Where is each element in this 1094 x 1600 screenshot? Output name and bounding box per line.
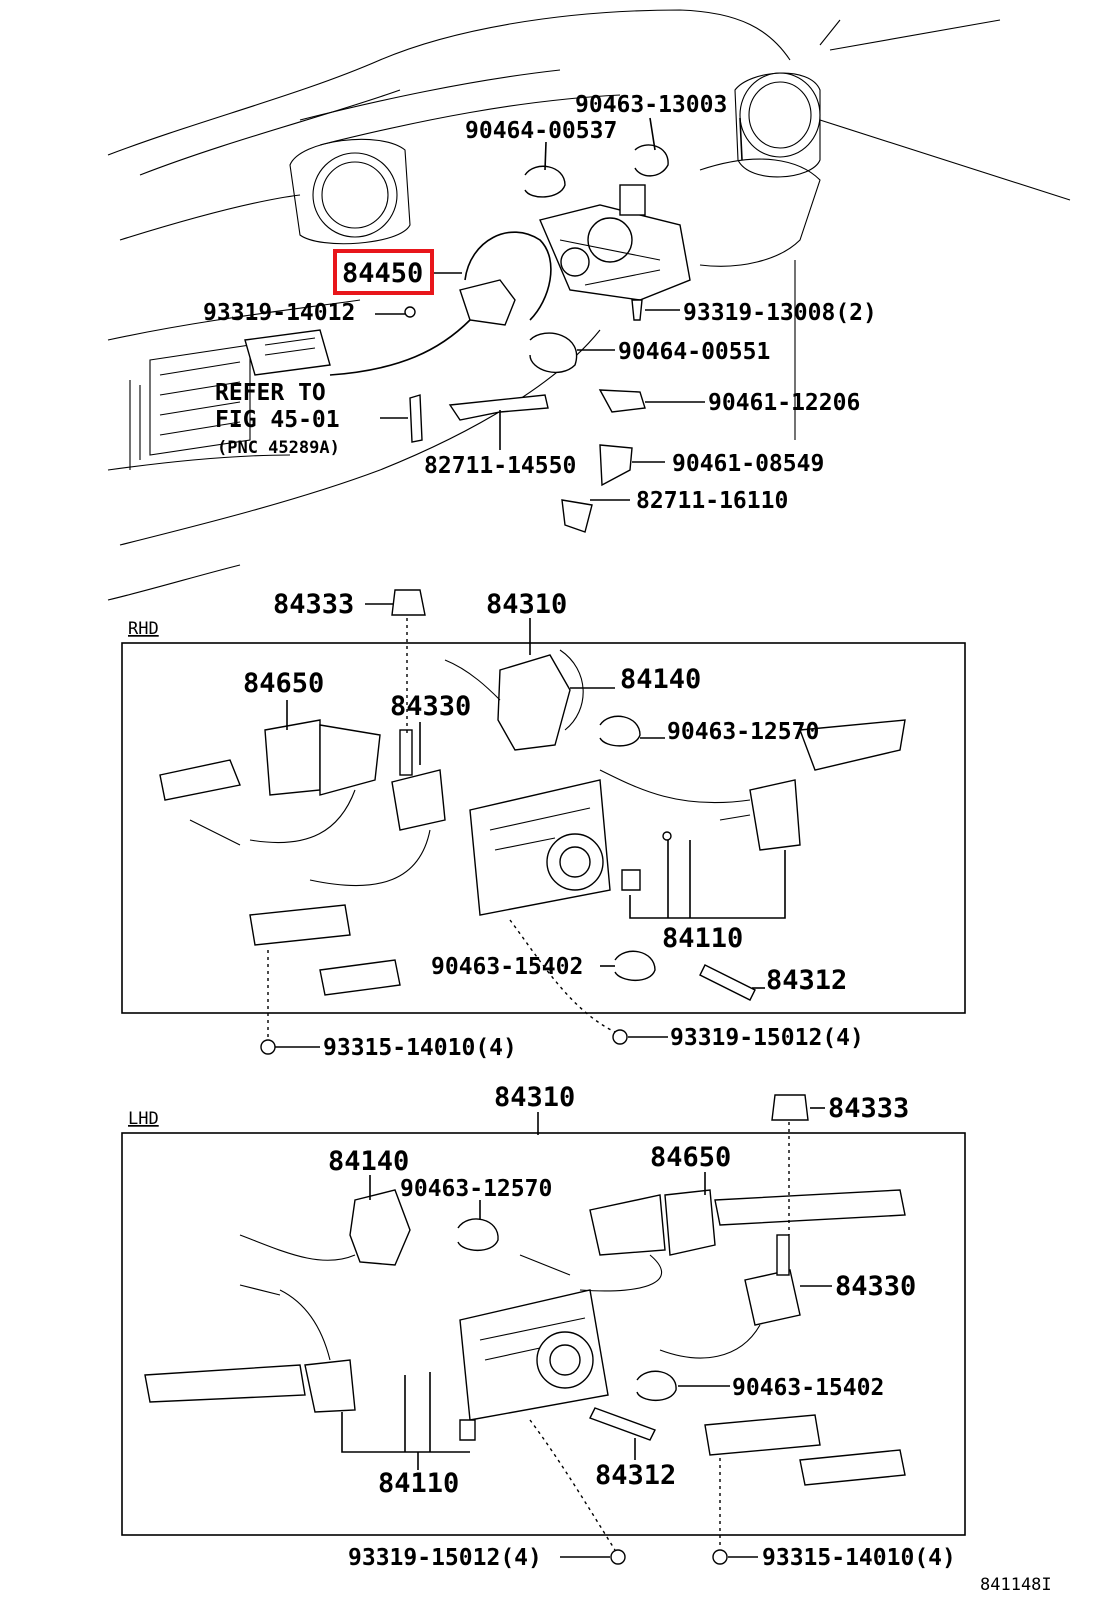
highlight-box-84450 [333, 249, 434, 295]
lhd-screw-93315-14010 [712, 1549, 728, 1565]
screw-93319-14012 [404, 306, 416, 318]
lhd-horn-contact-84140 [239, 1189, 411, 1266]
rhd-turn-signal-switch-84310 [469, 779, 611, 916]
rhd-frame [121, 642, 966, 1014]
rhd-clamp-90463-15402 [614, 950, 656, 982]
rhd-label-84650: 84650 [243, 668, 324, 699]
rhd-label-93319-15012: 93319-15012(4) [670, 1025, 864, 1051]
refer-to-line1: REFER TO [215, 380, 326, 406]
lhd-label-93315-14010: 93315-14010(4) [762, 1545, 956, 1571]
rhd-relay-bracket [249, 904, 401, 1040]
ignition-switch-assembly [539, 184, 691, 301]
label-90463-13003: 90463-13003 [575, 92, 727, 118]
lhd-section-label: LHD [128, 1109, 159, 1129]
label-90464-00551: 90464-00551 [618, 339, 770, 365]
lhd-label-93319-15012: 93319-15012(4) [348, 1545, 542, 1571]
lhd-label-84310: 84310 [494, 1082, 575, 1113]
refer-to-line2: FIG 45-01 [215, 407, 340, 433]
label-82711-16110: 82711-16110 [636, 488, 788, 514]
bracket-82711-16110 [561, 499, 593, 533]
bracket-82711-14550 [448, 394, 549, 421]
rhd-label-84333: 84333 [273, 589, 354, 620]
lhd-clamp-90463-15402 [636, 1370, 677, 1402]
clamp-90461-08549 [599, 444, 633, 487]
lhd-clamp-90463-12570 [457, 1218, 499, 1252]
rhd-screw-93315-14010 [260, 1039, 276, 1055]
rhd-hazard-switch-84330 [309, 729, 446, 887]
lhd-label-90463-15402: 90463-15402 [732, 1375, 884, 1401]
rhd-section-label: RHD [128, 619, 159, 639]
label-82711-14550: 82711-14550 [424, 453, 576, 479]
rhd-label-93315-14010: 93315-14010(4) [323, 1035, 517, 1061]
rhd-label-84110: 84110 [662, 923, 743, 954]
rhd-clamp-90463-12570 [599, 715, 641, 747]
lhd-section: LHD [121, 1082, 966, 1571]
rhd-wiper-switch-84650 [159, 719, 381, 846]
rhd-section: RHD [121, 589, 966, 1061]
lhd-screw-84312 [589, 1407, 656, 1441]
label-84450[interactable]: 84450 [342, 258, 423, 289]
clamp-90461-12206 [598, 389, 646, 413]
label-93319-13008: 93319-13008(2) [683, 300, 877, 326]
lhd-wiper-switch-84650 [519, 1189, 906, 1292]
lhd-headlamp-switch-84110 [144, 1284, 476, 1453]
rhd-screw-93319-15012 [612, 1029, 628, 1045]
label-90464-00537: 90464-00537 [465, 118, 617, 144]
rhd-label-84312: 84312 [766, 965, 847, 996]
lhd-label-84110: 84110 [378, 1468, 459, 1499]
key-reminder-harness [244, 231, 552, 376]
refer-to-line3: (PNC 45289A) [217, 438, 340, 458]
band-clamp-90463-13003 [634, 144, 669, 177]
label-90461-12206: 90461-12206 [708, 390, 860, 416]
lhd-turn-signal-switch-84310 [459, 1289, 609, 1421]
rhd-horn-contact-84140 [444, 649, 584, 751]
lhd-relay-bracket [704, 1414, 906, 1548]
label-93319-14012: 93319-14012 [203, 300, 355, 326]
band-clamp-90464-00537 [524, 165, 566, 198]
lhd-label-84312: 84312 [595, 1460, 676, 1491]
label-90461-08549: 90461-08549 [672, 451, 824, 477]
lhd-label-84650: 84650 [650, 1142, 731, 1173]
figure-id: 841148I [980, 1575, 1052, 1595]
dashboard-illustration [107, 9, 1071, 601]
rhd-label-90463-12570: 90463-12570 [667, 719, 819, 745]
lhd-knob-84333 [771, 1094, 809, 1235]
clip-refer [409, 394, 423, 443]
lhd-hazard-switch-84330 [659, 1234, 801, 1359]
rhd-label-90463-15402: 90463-15402 [431, 954, 583, 980]
lhd-label-84140: 84140 [328, 1146, 409, 1177]
lhd-screw-93319-15012 [610, 1549, 626, 1565]
band-clamp-90464-00551 [529, 332, 578, 374]
lhd-frame [121, 1132, 966, 1536]
screw-93319-13008 [631, 299, 643, 321]
rhd-knob-84333 [391, 589, 426, 735]
rhd-label-84330: 84330 [390, 691, 471, 722]
top-leader-lines [375, 117, 743, 501]
lhd-label-84330: 84330 [835, 1271, 916, 1302]
rhd-label-84310: 84310 [486, 589, 567, 620]
lhd-label-84333: 84333 [828, 1093, 909, 1124]
rhd-label-84140: 84140 [620, 664, 701, 695]
rhd-screw-84312 [699, 964, 756, 1001]
rhd-headlamp-switch-84110 [599, 719, 906, 919]
lhd-label-90463-12570: 90463-12570 [400, 1176, 552, 1202]
